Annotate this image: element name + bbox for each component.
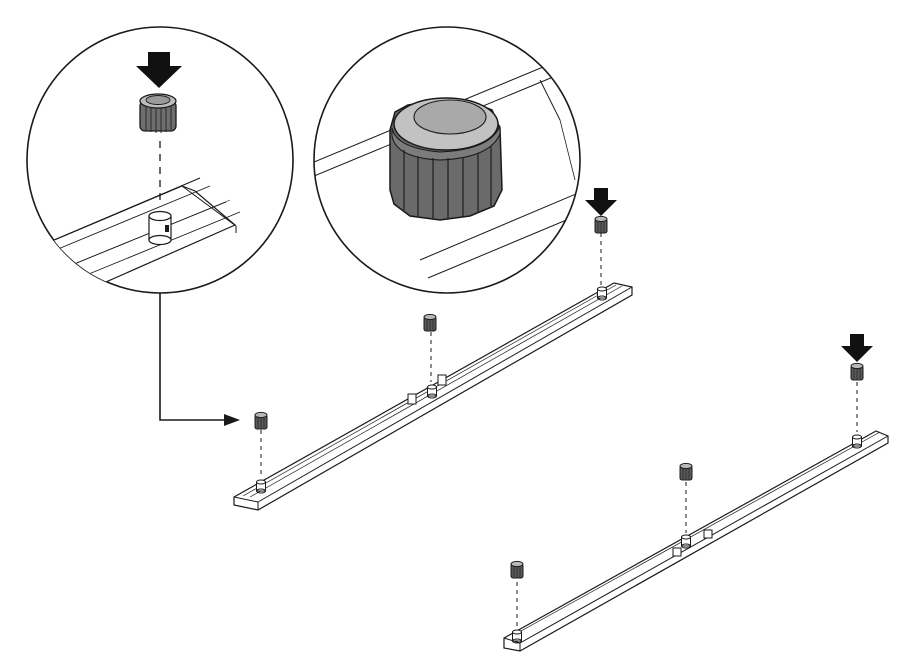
knob-icon bbox=[389, 97, 503, 221]
knob-icon bbox=[254, 411, 268, 430]
knob-icon bbox=[850, 362, 864, 381]
knob-icon bbox=[594, 215, 608, 234]
knob-icon bbox=[679, 462, 693, 481]
down-arrow-icon bbox=[136, 52, 182, 88]
peg-icon bbox=[512, 629, 522, 644]
peg-icon bbox=[681, 534, 691, 549]
peg-icon bbox=[597, 286, 607, 301]
down-arrow-icon bbox=[585, 188, 617, 216]
peg-icon bbox=[148, 210, 172, 246]
knob-icon bbox=[423, 313, 437, 332]
peg-icon bbox=[427, 384, 437, 399]
detail-knob-closeup bbox=[313, 26, 581, 294]
peg-icon bbox=[256, 479, 266, 494]
peg-icon bbox=[852, 434, 862, 449]
knob-icon bbox=[510, 560, 524, 579]
detail-insert-knob bbox=[26, 26, 294, 294]
pointer-arrow-icon bbox=[159, 293, 240, 426]
knob-icon bbox=[139, 93, 177, 133]
upper-rail bbox=[233, 188, 633, 511]
down-arrow-icon bbox=[841, 334, 873, 362]
lower-rail bbox=[503, 334, 889, 652]
